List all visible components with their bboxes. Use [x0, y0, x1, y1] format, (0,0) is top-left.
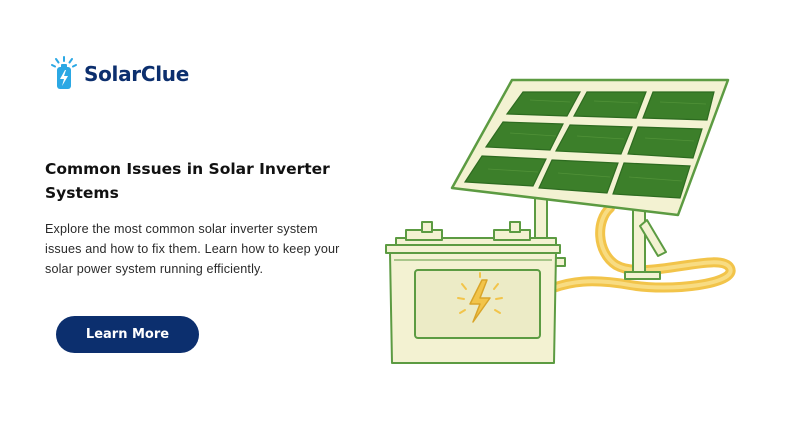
lightning-icon [457, 272, 503, 323]
solar-cells [463, 91, 715, 199]
battery-charging-icon [51, 56, 77, 89]
cable [548, 203, 736, 293]
learn-more-button[interactable]: Learn More [56, 316, 199, 353]
page-title: Common Issues in Solar Inverter Systems [45, 160, 330, 202]
battery [385, 221, 561, 364]
cell-texture [487, 99, 707, 182]
brand-logo[interactable]: SolarClue [50, 54, 189, 94]
solar-panel-battery-illustration [385, 78, 736, 364]
brand-name: SolarClue [84, 62, 189, 86]
page-description: Explore the most common solar inverter s… [45, 222, 340, 276]
